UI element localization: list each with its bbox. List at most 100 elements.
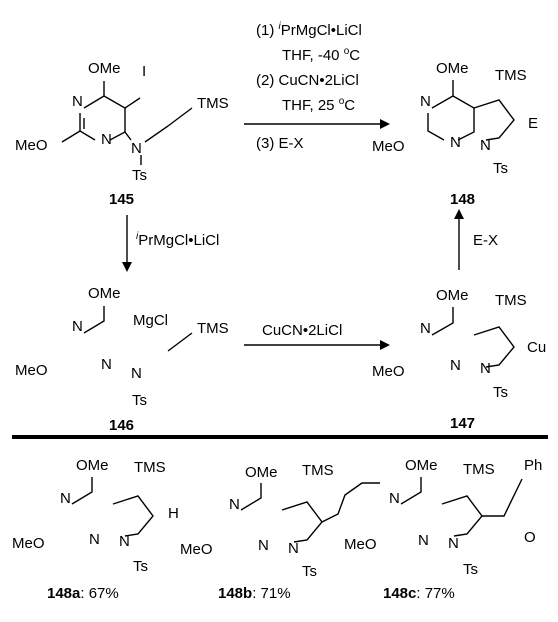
- compound-148c: OMe TMS Ph N N N MeO O Ts 148c: 77%: [344, 457, 542, 602]
- cond-step1: (1) iPrMgCl•LiCl: [256, 21, 362, 39]
- compound-146: OMe MgCl TMS N N MeO N Ts 146: [15, 285, 229, 434]
- arrow-148-head: [454, 209, 464, 219]
- c148-n1: N: [450, 134, 461, 151]
- c148c-ome: OMe: [405, 457, 438, 474]
- c148a-ome: OMe: [76, 457, 109, 474]
- c147-bond: [431, 307, 454, 336]
- c148-ome: OMe: [436, 60, 469, 77]
- c145-bond: [83, 95, 105, 109]
- c148a-caption: 148a: 67%: [47, 585, 119, 602]
- c146-n3: N: [72, 318, 83, 335]
- c148a-ts: Ts: [133, 558, 148, 575]
- c148a-n7: N: [119, 533, 130, 550]
- c145-bond-alk: [144, 125, 169, 143]
- c145-label: 145: [109, 191, 134, 208]
- c148b-n3: N: [229, 496, 240, 513]
- c148b-caption: 148b: 71%: [218, 585, 291, 602]
- c148a-n3: N: [60, 490, 71, 507]
- c147-meo: MeO: [372, 363, 405, 380]
- c146-meo: MeO: [15, 362, 48, 379]
- c145-tms: TMS: [197, 95, 229, 112]
- c148b-bond: [240, 483, 262, 511]
- arrow-145-146: iPrMgCl•LiCl: [122, 215, 219, 272]
- c145-ts: Ts: [132, 167, 147, 184]
- c145-triple: [167, 107, 193, 127]
- compound-145: OMe N N MeO I N Ts TMS 145: [15, 60, 229, 208]
- c148-e: E: [528, 115, 538, 132]
- arrow-146-147: CuCN•2LiCl: [244, 322, 390, 350]
- c146-ome: OMe: [88, 285, 121, 302]
- c146-tms: TMS: [197, 320, 229, 337]
- c148-bond: [427, 113, 445, 141]
- c148c-ph: Ph: [524, 457, 542, 474]
- top-conditions: (1) iPrMgCl•LiCl THF, -40 oC (2) CuCN•2L…: [244, 21, 390, 152]
- c148-n3: N: [420, 93, 431, 110]
- arrow-147-head: [380, 340, 390, 350]
- c146-mgcl: MgCl: [133, 312, 168, 329]
- c145-bond: [79, 113, 96, 141]
- arrow-146-head: [122, 262, 132, 272]
- c147-ome: OMe: [436, 287, 469, 304]
- c145-iodo: I: [142, 63, 146, 80]
- c148c-pyrrole: [441, 495, 483, 537]
- c147-ts: Ts: [493, 384, 508, 401]
- c148-bond: [452, 95, 475, 141]
- c148c-ts: Ts: [463, 561, 478, 578]
- c148c-meo: MeO: [344, 536, 377, 553]
- c146-triple: [167, 332, 193, 352]
- c148a-bond: [71, 477, 93, 505]
- top-arrow-head: [380, 119, 390, 129]
- c145-amine-n: N: [131, 140, 142, 157]
- c147-n1: N: [450, 357, 461, 374]
- c146-n1: N: [101, 356, 112, 373]
- c146-ts: Ts: [132, 392, 147, 409]
- c148c-caption: 148c: 77%: [383, 585, 455, 602]
- c148b-pyrrole: [281, 501, 323, 543]
- c147-label: 147: [450, 415, 475, 432]
- c148b-tms: TMS: [302, 462, 334, 479]
- c147-pyrrole: [473, 326, 515, 368]
- compound-148: OMe TMS N E N N MeO Ts 148: [372, 60, 538, 208]
- c148a-tms: TMS: [134, 459, 166, 476]
- c148b-meo: MeO: [180, 541, 213, 558]
- compound-148a: OMe TMS N H N N MeO Ts 148a: 67%: [12, 457, 179, 602]
- c148c-oxygen: O: [524, 529, 536, 546]
- c148b-ts: Ts: [302, 563, 317, 580]
- c148c-tms: TMS: [463, 461, 495, 478]
- c145-bond: [103, 95, 126, 141]
- c148-label: 148: [450, 191, 475, 208]
- c148a-pyrrole: [112, 495, 154, 537]
- c145-ome: OMe: [88, 60, 121, 77]
- c148-tms: TMS: [495, 67, 527, 84]
- cond-step1-temp: THF, -40 oC: [282, 46, 360, 64]
- c148a-n1: N: [89, 531, 100, 548]
- c146-amine-n: N: [131, 365, 142, 382]
- cond-step2: (2) CuCN•2LiCl: [256, 72, 359, 89]
- c145-bond-n: [124, 131, 132, 141]
- c146-bond: [83, 306, 105, 334]
- c147-n7: N: [480, 360, 491, 377]
- arrow-147-148: E-X: [454, 209, 498, 270]
- compound-148b: OMe TMS N N N MeO Ts 148b: 71%: [180, 462, 380, 602]
- c148-n7: N: [480, 137, 491, 154]
- c148-meo: MeO: [372, 138, 405, 155]
- c148a-h: H: [168, 505, 179, 522]
- c145-n3: N: [72, 93, 83, 110]
- c147-n3: N: [420, 320, 431, 337]
- c148b-n7: N: [288, 540, 299, 557]
- cond-step2-temp: THF, 25 oC: [282, 96, 355, 114]
- c148b-n1: N: [258, 537, 269, 554]
- c145-meo: MeO: [15, 137, 48, 154]
- c148-ts: Ts: [493, 160, 508, 177]
- c145-bond-i: [124, 97, 141, 109]
- c148c-n7: N: [448, 535, 459, 552]
- c147-tms: TMS: [495, 292, 527, 309]
- cond-step3: (3) E-X: [256, 135, 304, 152]
- c148-pyrrole: [473, 99, 515, 141]
- c145-bond-meo: [61, 130, 81, 143]
- c145-n1: N: [101, 131, 112, 148]
- compound-147: OMe TMS N Cu N N MeO Ts 147: [372, 287, 546, 432]
- c148-bond: [431, 80, 454, 109]
- c146-label: 146: [109, 417, 134, 434]
